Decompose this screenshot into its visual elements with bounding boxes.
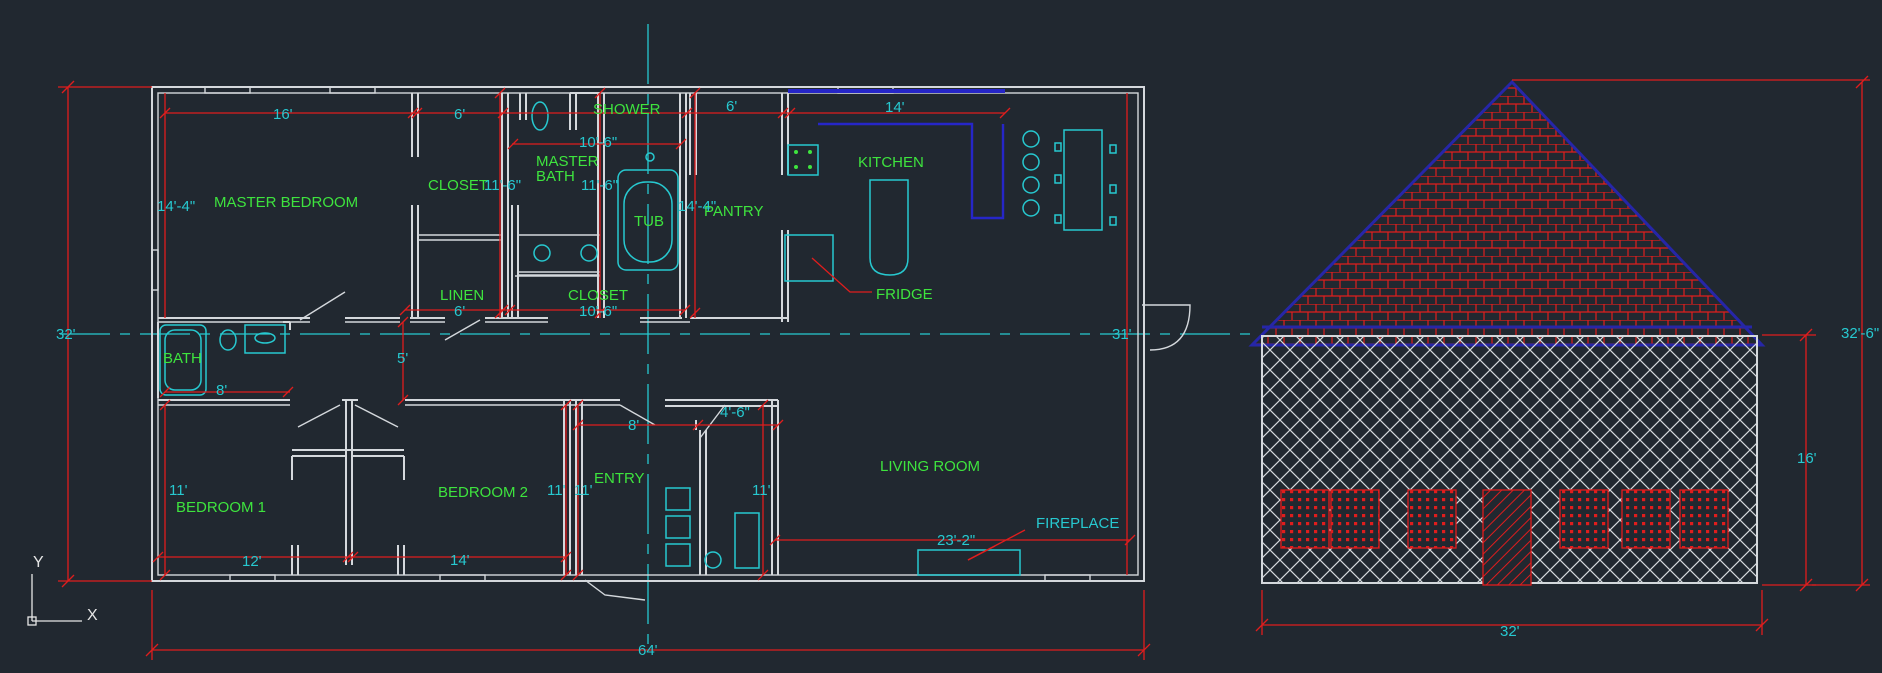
dining-table-icon (1063, 129, 1103, 231)
sink-icon (533, 244, 551, 262)
dimension-labels: 16' 6' 10'-6" 6' 14' 14'-4" 11'-6" 11'-6… (56, 98, 1879, 659)
dim-fireplace-width: 23'-2" (937, 532, 975, 549)
label-master-bath-line1: MASTER (536, 153, 599, 170)
dim-bedroom-1-width: 12' (242, 553, 262, 570)
water-heater-icon (704, 551, 722, 569)
label-tub: TUB (634, 213, 664, 230)
ucs-y-label: Y (33, 554, 44, 571)
dim-elevation-wall-height: 16' (1797, 450, 1817, 467)
dim-bedroom-2-width: 14' (450, 552, 470, 569)
elevation-window (1280, 489, 1330, 549)
dim-closet-depth: 11'-6" (484, 177, 521, 194)
label-master-bedroom: MASTER BEDROOM (214, 194, 358, 211)
dim-closet-width: 6' (454, 106, 465, 123)
label-master-bath-line2: BATH (536, 168, 575, 185)
dim-elevation-total-height: 32'-6" (1841, 325, 1879, 342)
dim-entry-closet-depth: 11' (752, 482, 771, 499)
label-bath: BATH (163, 350, 202, 367)
elevation-front-door (1482, 489, 1532, 586)
elevation-window (1407, 489, 1457, 549)
label-closet-lower: CLOSET (568, 287, 628, 304)
label-pantry: PANTRY (704, 203, 763, 220)
dim-master-bedroom-depth: 14'-4" (157, 198, 195, 215)
washer-icon (734, 512, 760, 569)
label-bedroom-2: BEDROOM 2 (438, 484, 528, 501)
dim-overall-depth-left: 32' (56, 326, 76, 343)
dim-kitchen-width: 14' (885, 99, 905, 116)
label-entry: ENTRY (594, 470, 645, 487)
elevation-window (1621, 489, 1671, 549)
plumbing-and-appliance-fixtures (159, 101, 1117, 576)
bathtub-icon (159, 324, 207, 396)
label-linen: LINEN (440, 287, 484, 304)
ucs-x-label: X (87, 607, 98, 624)
sink-icon (254, 332, 276, 344)
dim-pantry-depth: 14'-4" (678, 198, 716, 215)
dim-bedroom-2-depth: 11' (547, 482, 566, 499)
dim-bath-width: 8' (216, 382, 227, 399)
dim-entry-width: 8' (628, 417, 639, 434)
dim-elevation-width: 32' (1500, 623, 1520, 640)
cooktop-icon (787, 144, 819, 176)
room-labels: MASTER BEDROOM CLOSET MASTER BATH SHOWER… (163, 101, 1119, 532)
dim-master-bedroom-width: 16' (273, 106, 293, 123)
elevation-dimension-lines (1255, 75, 1870, 635)
dim-hall-width: 5' (397, 350, 408, 367)
front-elevation (1248, 79, 1766, 586)
dim-pantry-width: 6' (726, 98, 737, 115)
ucs-icon: Y X (27, 554, 98, 626)
toilet-icon (219, 329, 237, 351)
label-fireplace: FIREPLACE (1036, 515, 1119, 532)
toilet-icon (531, 101, 549, 131)
label-bedroom-1: BEDROOM 1 (176, 499, 266, 516)
dim-master-bath-depth: 11'-6" (581, 177, 618, 194)
fridge-icon (784, 234, 834, 282)
kitchen-island-icon (869, 179, 909, 276)
label-kitchen: KITCHEN (858, 154, 924, 171)
label-living-room: LIVING ROOM (880, 458, 980, 475)
dim-master-bath-width: 10'-6" (579, 134, 617, 151)
tub-icon (617, 169, 679, 271)
roof-shingles (1252, 82, 1762, 345)
dim-entry-depth: 11' (574, 482, 593, 499)
floor-plan-walls (151, 86, 1191, 601)
label-shower: SHOWER (593, 101, 661, 118)
dim-closet-lower-width: 10'-6" (579, 303, 617, 320)
dim-linen-width: 6' (454, 303, 465, 320)
floor-plan-dimension-lines (58, 80, 1151, 660)
dim-bedroom-1-depth: 11' (169, 482, 188, 499)
elevation-window (1559, 489, 1609, 549)
elevation-window (1679, 489, 1729, 549)
dim-overall-depth-right: 31' (1112, 326, 1132, 343)
sink-icon (580, 244, 598, 262)
dim-entry-closet-width: 4'-6" (720, 404, 750, 421)
label-fridge: FRIDGE (876, 286, 933, 303)
elevation-window (1330, 489, 1380, 549)
dim-overall-width: 64' (638, 642, 658, 659)
fireplace-icon (917, 549, 1021, 576)
label-closet-upper: CLOSET (428, 177, 488, 194)
